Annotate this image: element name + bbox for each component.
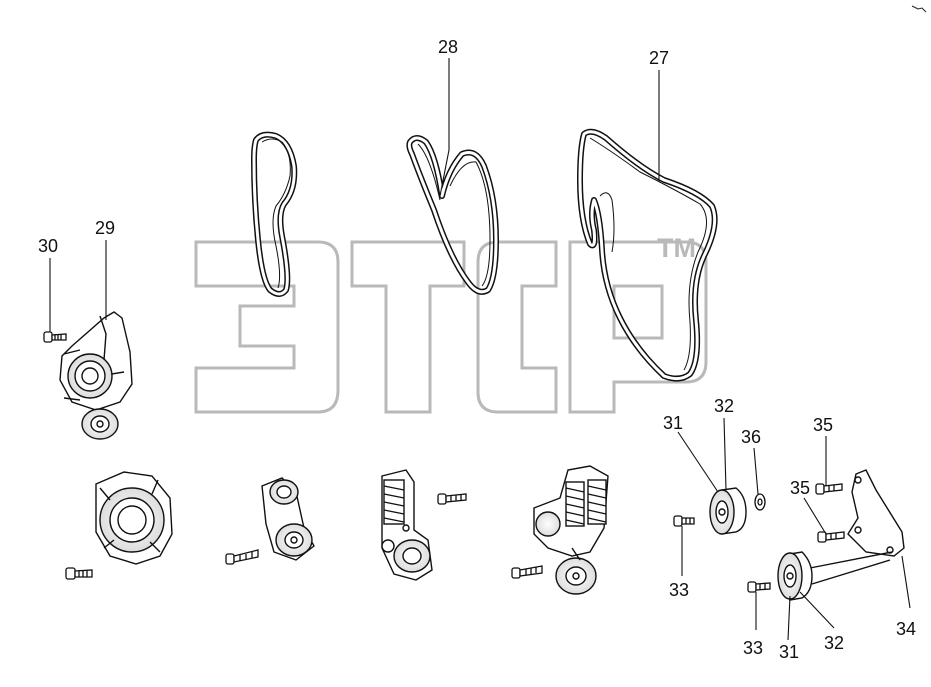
callout-32-upper: 32 bbox=[714, 396, 735, 416]
bolt-idler bbox=[225, 549, 259, 565]
callout-33-lower: 33 bbox=[743, 638, 764, 658]
callout-35-lower: 35 bbox=[790, 478, 811, 498]
pulley-32-lower bbox=[777, 551, 813, 601]
corner-mark bbox=[911, 5, 927, 13]
washer-36 bbox=[754, 493, 766, 511]
spring-tensioner bbox=[381, 469, 433, 581]
callout-35-upper: 35 bbox=[813, 415, 834, 435]
bolt-33-lower bbox=[747, 581, 771, 593]
bolt-double-tensioner bbox=[511, 565, 543, 579]
pulley-housing bbox=[95, 471, 173, 565]
callout-31-upper: 31 bbox=[663, 413, 684, 433]
bolt-spring-tensioner bbox=[437, 493, 467, 505]
belt-left bbox=[251, 131, 298, 297]
leader-lines bbox=[49, 58, 911, 641]
bolt-30 bbox=[43, 331, 67, 343]
bolt-33-upper bbox=[673, 515, 695, 527]
bolt-35-lower bbox=[817, 531, 845, 543]
bolt-lower-left bbox=[65, 567, 93, 580]
callout-34: 34 bbox=[896, 619, 917, 639]
callout-29: 29 bbox=[95, 218, 116, 238]
callout-30: 30 bbox=[38, 236, 59, 256]
watermark-tm: TM bbox=[657, 233, 696, 263]
belt-28 bbox=[406, 135, 499, 295]
callout-33-upper: 33 bbox=[669, 580, 690, 600]
callout-36: 36 bbox=[741, 427, 762, 447]
bolt-35-upper bbox=[815, 483, 843, 495]
callout-31-lower: 31 bbox=[779, 642, 800, 662]
pulley-32-upper bbox=[709, 487, 747, 535]
double-spring-tensioner bbox=[533, 465, 609, 595]
belt-27 bbox=[577, 128, 718, 382]
idler-arm bbox=[261, 477, 315, 561]
bracket-34 bbox=[809, 469, 905, 585]
callout-28: 28 bbox=[438, 37, 459, 57]
callout-32-lower: 32 bbox=[824, 633, 845, 653]
callout-27: 27 bbox=[649, 48, 670, 68]
tensioner-29 bbox=[59, 311, 133, 440]
